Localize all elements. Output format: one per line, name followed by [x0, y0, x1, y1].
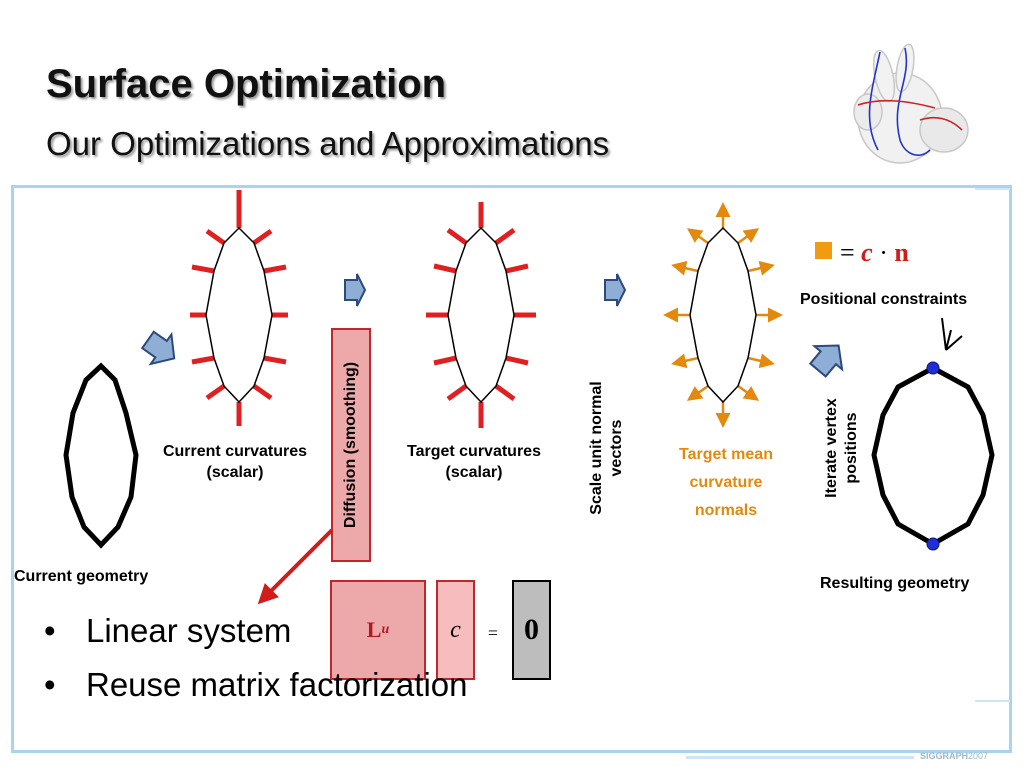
diffusion-arrow	[257, 528, 334, 605]
label-scale-normals-line1: Scale unit normal	[588, 381, 605, 515]
system-equals: =	[487, 622, 499, 643]
process-arrow-3	[604, 273, 627, 307]
label-target-curvatures: Target curvatures (scalar)	[384, 441, 564, 483]
constraint-formula: = c · n	[815, 238, 909, 268]
label-resulting-geometry: Resulting geometry	[820, 575, 970, 592]
label-target-curvatures-line2: (scalar)	[445, 464, 503, 481]
formula-equals: =	[840, 238, 855, 267]
frame-accent-line	[975, 700, 1010, 702]
label-target-mean-line2: curvature	[689, 474, 763, 491]
current-curvatures-shape	[190, 190, 288, 426]
siggraph-logo: SIGGRAPH2007	[920, 751, 989, 761]
target-curvatures-shape	[426, 202, 536, 428]
label-target-mean-normals: Target mean curvature normals	[656, 441, 796, 525]
label-target-curvatures-line1: Target curvatures	[407, 443, 541, 460]
resulting-geometry-shape	[871, 365, 995, 547]
label-iterate-line1: Iterate vertex	[823, 398, 840, 498]
cursor-icon	[941, 317, 963, 351]
label-scale-normals-line2: vectors	[608, 419, 625, 477]
label-current-curvatures-line1: Current curvatures	[162, 443, 308, 460]
formula-c: c	[861, 238, 873, 267]
process-arrow-1	[140, 330, 176, 366]
frame-accent-line	[975, 188, 1010, 190]
diffusion-box	[331, 328, 371, 562]
bullet-list: Linear system Reuse matrix factorization	[44, 612, 467, 720]
label-target-mean-line1: Target mean	[679, 446, 773, 463]
constraint-point-bottom	[926, 537, 940, 551]
current-geometry-shape	[63, 362, 139, 549]
label-positional-constraints: Positional constraints	[800, 291, 968, 308]
label-iterate-vertex: Iterate vertex positions	[822, 398, 862, 498]
process-arrow-4	[808, 344, 844, 378]
label-current-curvatures-line2: (scalar)	[206, 464, 264, 481]
constraint-point-top	[926, 361, 940, 375]
slide-subtitle: Our Optimizations and Approximations	[46, 125, 610, 162]
label-target-mean-line3: normals	[694, 502, 758, 519]
bullet-item: Reuse matrix factorization	[44, 666, 467, 720]
label-current-geometry: Current geometry	[14, 568, 149, 585]
slide-title: Surface Optimization	[46, 62, 447, 106]
orange-square-icon	[815, 242, 832, 259]
label-current-curvatures: Current curvatures (scalar)	[140, 441, 330, 483]
label-diffusion: Diffusion (smoothing)	[342, 361, 359, 529]
formula-dot: ·	[879, 238, 888, 267]
label-iterate-line2: positions	[843, 412, 860, 484]
formula-n: n	[894, 238, 909, 267]
bullet-item: Linear system	[44, 612, 467, 666]
label-scale-normals: Scale unit normal vectors	[587, 381, 627, 514]
content-frame	[11, 185, 1012, 753]
curvature-normals-shape	[663, 202, 783, 428]
footer-line	[686, 756, 914, 759]
vector-zero: 0	[512, 580, 551, 680]
process-arrow-2	[344, 273, 367, 307]
